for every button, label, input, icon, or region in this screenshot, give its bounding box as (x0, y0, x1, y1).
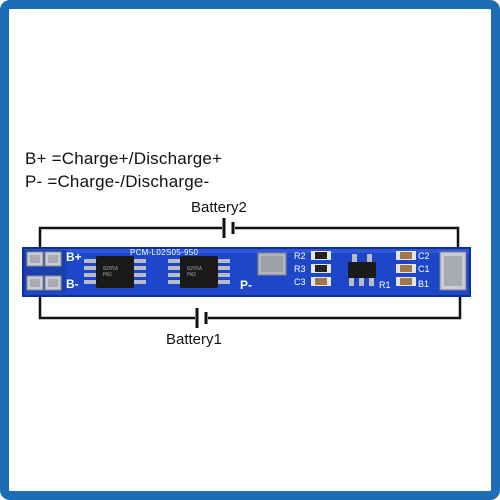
label-b1: B1 (418, 279, 430, 289)
chip-1-marking-line2: PW2 (103, 272, 113, 278)
chip-2-marking: 8205A PW2 (187, 266, 202, 278)
battery1-label: Battery1 (166, 331, 222, 348)
chip-2-marking-line1: 8205A (187, 266, 203, 272)
battery1-wiring (38, 288, 462, 320)
label-c1: C1 (418, 264, 430, 274)
p-minus-pad (257, 252, 287, 276)
capacitor-c3 (311, 277, 331, 286)
component-b1 (396, 277, 416, 286)
label-c2: C2 (418, 251, 430, 261)
part-number-label: PCM-L02S05-950 (130, 248, 199, 257)
label-r1: R1 (379, 280, 391, 290)
battery2-symbol (222, 218, 235, 238)
left-pads (24, 250, 66, 292)
battery1-symbol (195, 308, 208, 328)
capacitor-c2 (396, 251, 416, 260)
label-r3: R3 (294, 264, 306, 274)
legend-pminus: P- =Charge-/Discharge- (25, 172, 210, 191)
mosfet-chip-1 (84, 256, 146, 288)
right-pad (439, 251, 467, 291)
resistor-r3 (311, 264, 331, 273)
pad-label-bplus: B+ (66, 250, 82, 264)
pad-label-pminus: P- (240, 278, 252, 292)
resistor-r2 (311, 251, 331, 260)
chip-2-marking-line2: PW2 (187, 272, 197, 278)
battery2-wiring (38, 226, 460, 256)
label-c3: C3 (294, 277, 306, 287)
capacitor-c1 (396, 264, 416, 273)
battery2-label: Battery2 (191, 199, 247, 216)
pad-label-bminus: B- (66, 277, 79, 291)
chip-1-marking-line1: 8205A (103, 266, 119, 272)
mosfet-chip-2 (168, 256, 230, 288)
protection-ic (348, 254, 376, 286)
legend-bplus: B+ =Charge+/Discharge+ (25, 149, 223, 168)
chip-1-marking: 8205A PW2 (103, 266, 118, 278)
label-r2: R2 (294, 251, 306, 261)
